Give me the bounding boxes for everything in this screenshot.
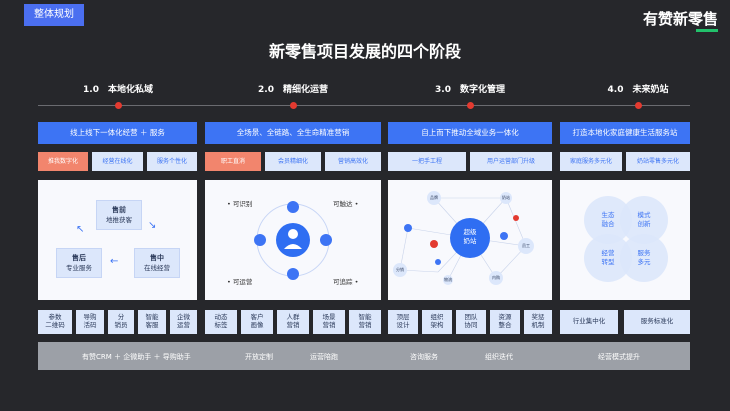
stage-3-label: 3.0 数字化管理 <box>435 85 505 95</box>
stage-1-subtab[interactable]: 服务个性化 <box>147 152 197 171</box>
timeline-dot-1 <box>115 102 122 109</box>
feature-pill[interactable]: 客户 画像 <box>241 310 273 334</box>
venn-label: 生态 融合 <box>601 211 615 229</box>
feature-pill[interactable]: 人群 营销 <box>277 310 309 334</box>
stage-3-diagram: 超级 奶站 品牌 奶站 员工 内购 分销 物流 <box>388 180 552 300</box>
venn-label: 服务 多元 <box>637 249 651 267</box>
arrow-right-icon: ↘ <box>148 220 157 231</box>
super-station-label: 超级 奶站 <box>463 228 477 246</box>
stage-1-header: 线上线下一体化经营 ＋ 服务 <box>38 122 197 144</box>
stage-4-header: 打造本地化家庭健康生活服务站 <box>560 122 690 144</box>
stage-4-subtab[interactable]: 家庭服务多元化 <box>560 152 622 171</box>
page-title: 新零售项目发展的四个阶段 <box>268 42 461 61</box>
network-node-label: 内购 <box>492 275 500 280</box>
venn-label: 模式 创新 <box>637 211 651 229</box>
plan-tag[interactable]: 整体规划 <box>24 4 84 26</box>
feature-pill[interactable]: 顶层 设计 <box>388 310 418 334</box>
timeline-dot-4 <box>635 102 642 109</box>
label-reachable: 可触达 • <box>333 200 359 208</box>
mid-sale-box: 售中在线经营 <box>134 248 180 278</box>
network-node-label: 分销 <box>396 267 404 272</box>
service-item: 有赞CRM ＋ 企微助手 ＋ 导购助手 <box>82 353 191 361</box>
feature-pill[interactable]: 动态 标签 <box>205 310 237 334</box>
label-traceable: 可追踪 • <box>333 278 359 286</box>
feature-pill[interactable]: 团队 协同 <box>456 310 486 334</box>
arrow-up-icon: ↖ <box>76 224 85 235</box>
network-node-label: 物流 <box>444 277 452 282</box>
network-node-label: 奶站 <box>502 195 510 200</box>
stage-1-subtab[interactable]: 经营在线化 <box>92 152 143 171</box>
stage-2-subtab[interactable]: 职工直消 <box>205 152 261 171</box>
stage-1-diagram: 售前地推获客 售后专业服务 售中在线经营 ↘ ← ↖ <box>38 180 197 300</box>
arrow-left-icon: ← <box>110 256 119 267</box>
network-graphic <box>393 191 534 285</box>
service-item: 咨询服务 <box>410 353 438 361</box>
label-operable: • 可运营 <box>227 278 253 286</box>
service-item: 经营模式提升 <box>598 353 640 361</box>
service-item: 运营陪跑 <box>310 353 338 361</box>
stage-4-label: 4.0 未来奶站 <box>607 85 669 95</box>
feature-pill[interactable]: 企微 运营 <box>170 310 197 334</box>
timeline-dot-3 <box>467 102 474 109</box>
feature-pill[interactable]: 分 销员 <box>108 310 134 334</box>
service-bar <box>38 342 690 370</box>
feature-pill[interactable]: 奖惩 机制 <box>524 310 552 334</box>
after-sale-box: 售后专业服务 <box>56 248 102 278</box>
feature-pill[interactable]: 导购 活码 <box>76 310 104 334</box>
venn-label: 经营 转型 <box>601 249 615 267</box>
stage-2-diagram: • 可识别 可触达 • • 可运营 可追踪 • <box>205 180 381 300</box>
stage-3-header: 自上而下推动全域业务一体化 <box>388 122 552 144</box>
feature-pill[interactable]: 场景 营销 <box>313 310 345 334</box>
feature-pill[interactable]: 资源 整合 <box>490 310 520 334</box>
stage-4-diagram: 生态 融合 模式 创新 经营 转型 服务 多元 <box>560 180 690 300</box>
person-ring-graphic <box>254 201 332 280</box>
feature-pill[interactable]: 组织 架构 <box>422 310 452 334</box>
stage-2-label: 2.0 精细化运营 <box>258 85 328 95</box>
stage-1-label: 1.0 本地化私域 <box>83 85 153 95</box>
feature-pill[interactable]: 智能 营销 <box>349 310 381 334</box>
stage-2-subtab[interactable]: 会员精细化 <box>265 152 321 171</box>
stage-3-subtab[interactable]: 用户运营部门升级 <box>470 152 552 171</box>
feature-pill[interactable]: 行业集中化 <box>560 310 618 334</box>
timeline <box>38 105 690 106</box>
feature-pill[interactable]: 服务标准化 <box>624 310 690 334</box>
feature-pill[interactable]: 参数 二维码 <box>38 310 72 334</box>
stage-2-header: 全场景、全链路、全生命精准营销 <box>205 122 381 144</box>
feature-pill[interactable]: 智能 客服 <box>138 310 166 334</box>
stage-1-subtab[interactable]: 推我数字化 <box>38 152 88 171</box>
venn-graphic <box>584 196 668 282</box>
stage-4-subtab[interactable]: 奶站零售多元化 <box>626 152 690 171</box>
label-identifiable: • 可识别 <box>227 200 253 208</box>
network-node-label: 品牌 <box>430 195 438 200</box>
brand-logo: 有赞新零售 <box>643 8 718 32</box>
network-node-label: 员工 <box>522 243 530 248</box>
service-item: 开放定制 <box>245 353 273 361</box>
timeline-dot-2 <box>290 102 297 109</box>
service-item: 组织迭代 <box>485 353 513 361</box>
stage-3-subtab[interactable]: 一把手工程 <box>388 152 466 171</box>
stage-2-subtab[interactable]: 营销高效化 <box>325 152 381 171</box>
pre-sale-box: 售前地推获客 <box>96 200 142 230</box>
